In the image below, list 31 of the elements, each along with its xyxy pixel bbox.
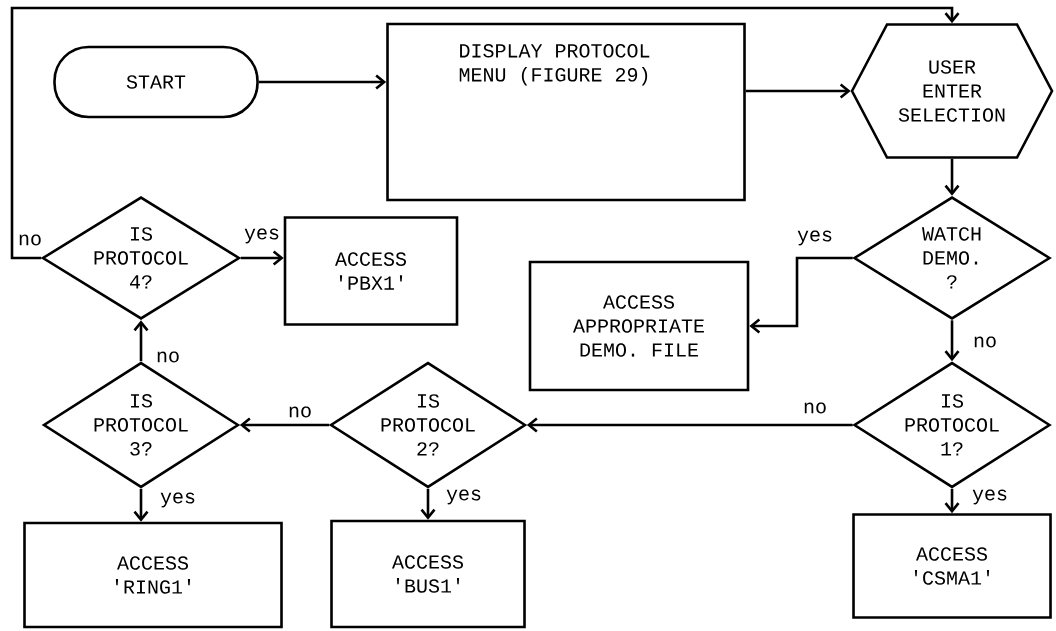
edge-label: yes xyxy=(159,491,197,509)
edge-label: yes xyxy=(445,488,483,506)
edge-label: no xyxy=(155,350,181,364)
process-box: ACCESS 'RING1' xyxy=(23,521,283,629)
input-hexagon: USER ENTER SELECTION xyxy=(850,23,1054,159)
edge-label: yes xyxy=(243,227,281,245)
arrow xyxy=(944,488,960,514)
arrow xyxy=(240,250,284,266)
start-terminal: START xyxy=(53,45,259,119)
arrow xyxy=(745,83,851,99)
arrow xyxy=(10,6,960,260)
edge-label: no xyxy=(287,405,313,419)
edge-label: no xyxy=(972,335,998,349)
arrow xyxy=(749,256,853,334)
arrow xyxy=(258,74,387,90)
edge-label: yes xyxy=(971,488,1009,506)
arrow xyxy=(526,417,853,433)
edge-label: no xyxy=(17,233,43,247)
arrow xyxy=(133,320,149,362)
arrow xyxy=(944,158,960,196)
process-box: ACCESS APPROPRIATE DEMO. FILE xyxy=(528,260,750,392)
process-box: DISPLAY PROTOCOL MENU (FIGURE 29) xyxy=(386,22,746,202)
arrow xyxy=(420,488,436,520)
arrow xyxy=(944,320,960,362)
arrow xyxy=(133,488,149,522)
process-box: ACCESS 'BUS1' xyxy=(330,519,526,629)
edge-label: yes xyxy=(796,229,834,247)
process-box: ACCESS 'CSMA1' xyxy=(852,513,1052,619)
edge-label: no xyxy=(802,401,828,415)
arrow xyxy=(239,417,330,433)
process-box: ACCESS 'PBX1' xyxy=(283,216,459,326)
